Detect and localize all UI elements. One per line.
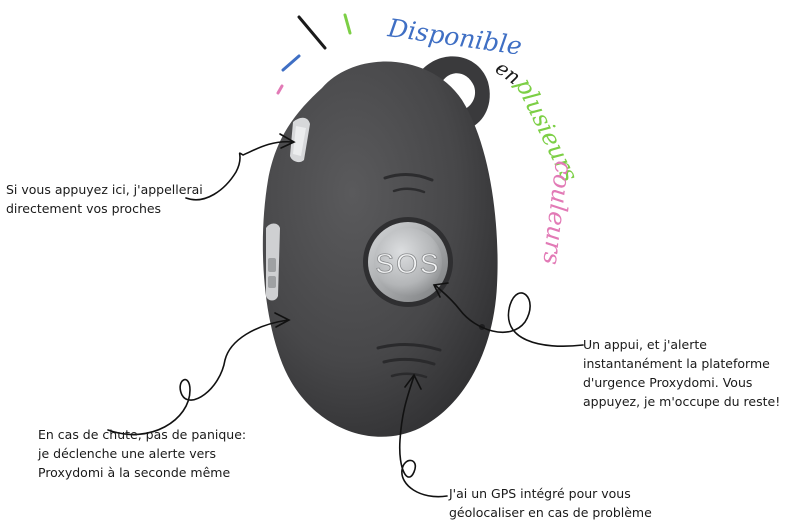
annotation-line: appuyez, je m'occupe du reste! — [583, 394, 781, 409]
sos-device: SOS — [262, 56, 498, 437]
arrowhead-fall-detection — [274, 312, 291, 328]
tagline-word-disponible: Disponible — [385, 13, 524, 61]
annotation-line: Proxydomi à la seconde même — [38, 465, 231, 480]
sos-label: SOS — [375, 248, 440, 279]
annotation-line: géolocaliser en cas de problème — [449, 505, 652, 520]
tagline-word-couleurs: couleurs — [537, 159, 578, 266]
arrowhead-call-button — [279, 133, 296, 149]
sos-button[interactable]: SOS — [374, 228, 442, 296]
side-buttons[interactable] — [266, 223, 280, 301]
annotation-line: Si vous appuyez ici, j'appellerai — [6, 182, 203, 197]
decorative-dashes — [276, 13, 352, 95]
annotation-line: Un appui, et j'alerte — [583, 337, 707, 352]
side-call-button[interactable] — [290, 117, 310, 163]
speaker-slit-1 — [376, 343, 442, 352]
annotation-line: J'ai un GPS intégré pour vous — [449, 486, 631, 501]
arrow-gps — [398, 375, 448, 498]
speaker-slit-2 — [382, 357, 436, 366]
arrowhead-gps — [404, 373, 422, 390]
arrow-sos-button — [434, 284, 584, 347]
lanyard-hole — [440, 73, 476, 110]
upper-seam — [383, 173, 434, 182]
annotation-gps: J'ai un GPS intégré pour vous géolocalis… — [449, 484, 652, 522]
annotation-line: d'urgence Proxydomi. Vous — [583, 375, 753, 390]
upper-seam-2 — [392, 187, 426, 194]
annotation-fall-detection: En cas de chute, pas de panique: je décl… — [38, 425, 246, 482]
annotation-line: je déclenche une alerte vers — [38, 446, 216, 461]
annotation-sos-button: Un appui, et j'alerte instantanément la … — [583, 335, 780, 411]
arrow-fall-detection — [107, 319, 289, 436]
black-dash — [297, 15, 327, 50]
annotation-call-button: Si vous appuyez ici, j'appellerai direct… — [6, 180, 203, 218]
green-dash — [343, 13, 352, 35]
blue-dash — [281, 54, 301, 72]
annotation-line: instantanément la plateforme — [583, 356, 770, 371]
annotation-arrows — [107, 133, 584, 498]
arrowhead-sos-button — [432, 282, 449, 298]
annotation-line: En cas de chute, pas de panique: — [38, 427, 247, 442]
speaker-slit-3 — [390, 372, 428, 379]
annotation-line: directement vos proches — [6, 201, 162, 216]
pink-dash — [276, 84, 284, 95]
arrow-call-button — [185, 140, 294, 201]
